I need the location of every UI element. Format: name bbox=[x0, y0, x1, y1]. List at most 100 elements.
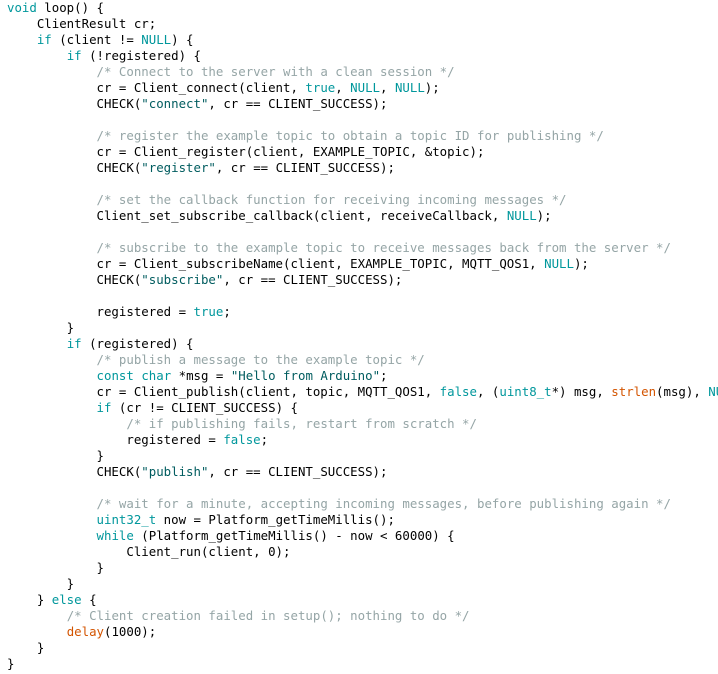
code-token: now = Platform_getTimeMillis(); bbox=[156, 512, 395, 527]
code-token: , ( bbox=[476, 384, 500, 399]
code-line: /* wait for a minute, accepting incoming… bbox=[7, 496, 718, 512]
code-line: } bbox=[7, 560, 718, 576]
code-line: const char *msg = "Hello from Arduino"; bbox=[7, 368, 718, 384]
code-line: /* publish a message to the example topi… bbox=[7, 352, 718, 368]
code-line bbox=[7, 112, 718, 128]
code-token bbox=[7, 48, 67, 63]
code-token bbox=[7, 400, 97, 415]
code-token: , cr == CLIENT_SUCCESS); bbox=[223, 272, 403, 287]
code-token: CHECK( bbox=[7, 160, 142, 175]
code-token bbox=[7, 608, 67, 623]
code-line: registered = false; bbox=[7, 432, 718, 448]
code-line: if (client != NULL) { bbox=[7, 32, 718, 48]
code-token: cr = Client_subscribeName(client, EXAMPL… bbox=[7, 256, 545, 271]
code-token: } bbox=[7, 592, 52, 607]
code-token: , bbox=[335, 80, 351, 95]
code-token: registered = bbox=[7, 304, 194, 319]
keyword-token: while bbox=[96, 528, 134, 543]
code-token: ClientResult cr; bbox=[7, 16, 157, 31]
code-line: } else { bbox=[7, 592, 718, 608]
code-line: CHECK("publish", cr == CLIENT_SUCCESS); bbox=[7, 464, 718, 480]
keyword-token: if bbox=[36, 32, 52, 47]
keyword-token: uint8_t bbox=[499, 384, 552, 399]
code-token: CHECK( bbox=[7, 272, 142, 287]
comment-token: /* Client creation failed in setup(); no… bbox=[66, 608, 470, 623]
code-token bbox=[7, 512, 97, 527]
code-line: CHECK("subscribe", cr == CLIENT_SUCCESS)… bbox=[7, 272, 718, 288]
code-token: (cr != CLIENT_SUCCESS) { bbox=[111, 400, 298, 415]
code-line: Client_run(client, 0); bbox=[7, 544, 718, 560]
code-token bbox=[7, 240, 97, 255]
code-token: (!registered) { bbox=[81, 48, 201, 63]
keyword-token: NULL bbox=[708, 384, 718, 399]
code-line bbox=[7, 224, 718, 240]
code-token: (msg), bbox=[656, 384, 709, 399]
function-token: delay bbox=[66, 624, 104, 639]
code-line: uint32_t now = Platform_getTimeMillis(); bbox=[7, 512, 718, 528]
keyword-token: if bbox=[66, 48, 82, 63]
string-token: "publish" bbox=[141, 464, 209, 479]
code-token: *msg = bbox=[171, 368, 231, 383]
string-token: "subscribe" bbox=[141, 272, 224, 287]
code-line: registered = true; bbox=[7, 304, 718, 320]
code-token: (registered) { bbox=[81, 336, 194, 351]
code-token: ; bbox=[260, 432, 269, 447]
comment-token: /* register the example topic to obtain … bbox=[96, 128, 604, 143]
comment-token: /* if publishing fails, restart from scr… bbox=[126, 416, 477, 431]
code-token: Client_set_subscribe_callback(client, re… bbox=[7, 208, 507, 223]
keyword-token: false bbox=[439, 384, 477, 399]
keyword-token: uint32_t bbox=[96, 512, 157, 527]
code-token: cr = Client_register(client, EXAMPLE_TOP… bbox=[7, 144, 485, 159]
code-line: /* Client creation failed in setup(); no… bbox=[7, 608, 718, 624]
comment-token: /* publish a message to the example topi… bbox=[96, 352, 425, 367]
code-token: ; bbox=[380, 368, 388, 383]
code-token bbox=[7, 352, 97, 367]
code-line: CHECK("connect", cr == CLIENT_SUCCESS); bbox=[7, 96, 718, 112]
code-line: /* register the example topic to obtain … bbox=[7, 128, 718, 144]
code-token: ) { bbox=[171, 32, 194, 47]
code-token: } bbox=[7, 448, 104, 463]
keyword-token: NULL bbox=[544, 256, 574, 271]
code-line: void loop() { bbox=[7, 0, 718, 16]
keyword-token: false bbox=[223, 432, 261, 447]
code-token: , cr == CLIENT_SUCCESS); bbox=[208, 96, 388, 111]
keyword-token: const bbox=[96, 368, 134, 383]
code-line: /* set the callback function for receivi… bbox=[7, 192, 718, 208]
code-token: ); bbox=[424, 80, 440, 95]
comment-token: /* set the callback function for receivi… bbox=[96, 192, 567, 207]
keyword-token: void bbox=[7, 0, 37, 15]
code-token bbox=[7, 32, 37, 47]
string-token: "register" bbox=[141, 160, 216, 175]
code-token: CHECK( bbox=[7, 464, 142, 479]
code-line: CHECK("register", cr == CLIENT_SUCCESS); bbox=[7, 160, 718, 176]
code-line: delay(1000); bbox=[7, 624, 718, 640]
code-token: , cr == CLIENT_SUCCESS); bbox=[208, 464, 388, 479]
keyword-token: NULL bbox=[394, 80, 425, 95]
function-token: strlen bbox=[611, 384, 657, 399]
comment-token: /* Connect to the server with a clean se… bbox=[96, 64, 455, 79]
code-token: (client != bbox=[51, 32, 142, 47]
code-token: loop() { bbox=[36, 0, 104, 15]
code-token: ); bbox=[573, 256, 589, 271]
code-token: } bbox=[7, 320, 75, 335]
code-token: (Platform_getTimeMillis() - now < 60000)… bbox=[133, 528, 455, 543]
code-token: } bbox=[7, 576, 75, 591]
keyword-token: NULL bbox=[506, 208, 537, 223]
keyword-token: NULL bbox=[141, 32, 172, 47]
code-token bbox=[7, 128, 97, 143]
code-line: if (!registered) { bbox=[7, 48, 718, 64]
string-token: "connect" bbox=[141, 96, 209, 111]
code-line: } bbox=[7, 448, 718, 464]
code-line: /* if publishing fails, restart from scr… bbox=[7, 416, 718, 432]
code-token bbox=[7, 496, 97, 511]
code-token bbox=[7, 416, 126, 431]
code-token: cr = Client_publish(client, topic, MQTT_… bbox=[7, 384, 440, 399]
code-token bbox=[7, 624, 67, 639]
code-token: registered = bbox=[7, 432, 224, 447]
keyword-token: true bbox=[193, 304, 224, 319]
code-token bbox=[7, 528, 97, 543]
code-token: ; bbox=[223, 304, 231, 319]
code-line bbox=[7, 176, 718, 192]
code-token bbox=[7, 336, 67, 351]
